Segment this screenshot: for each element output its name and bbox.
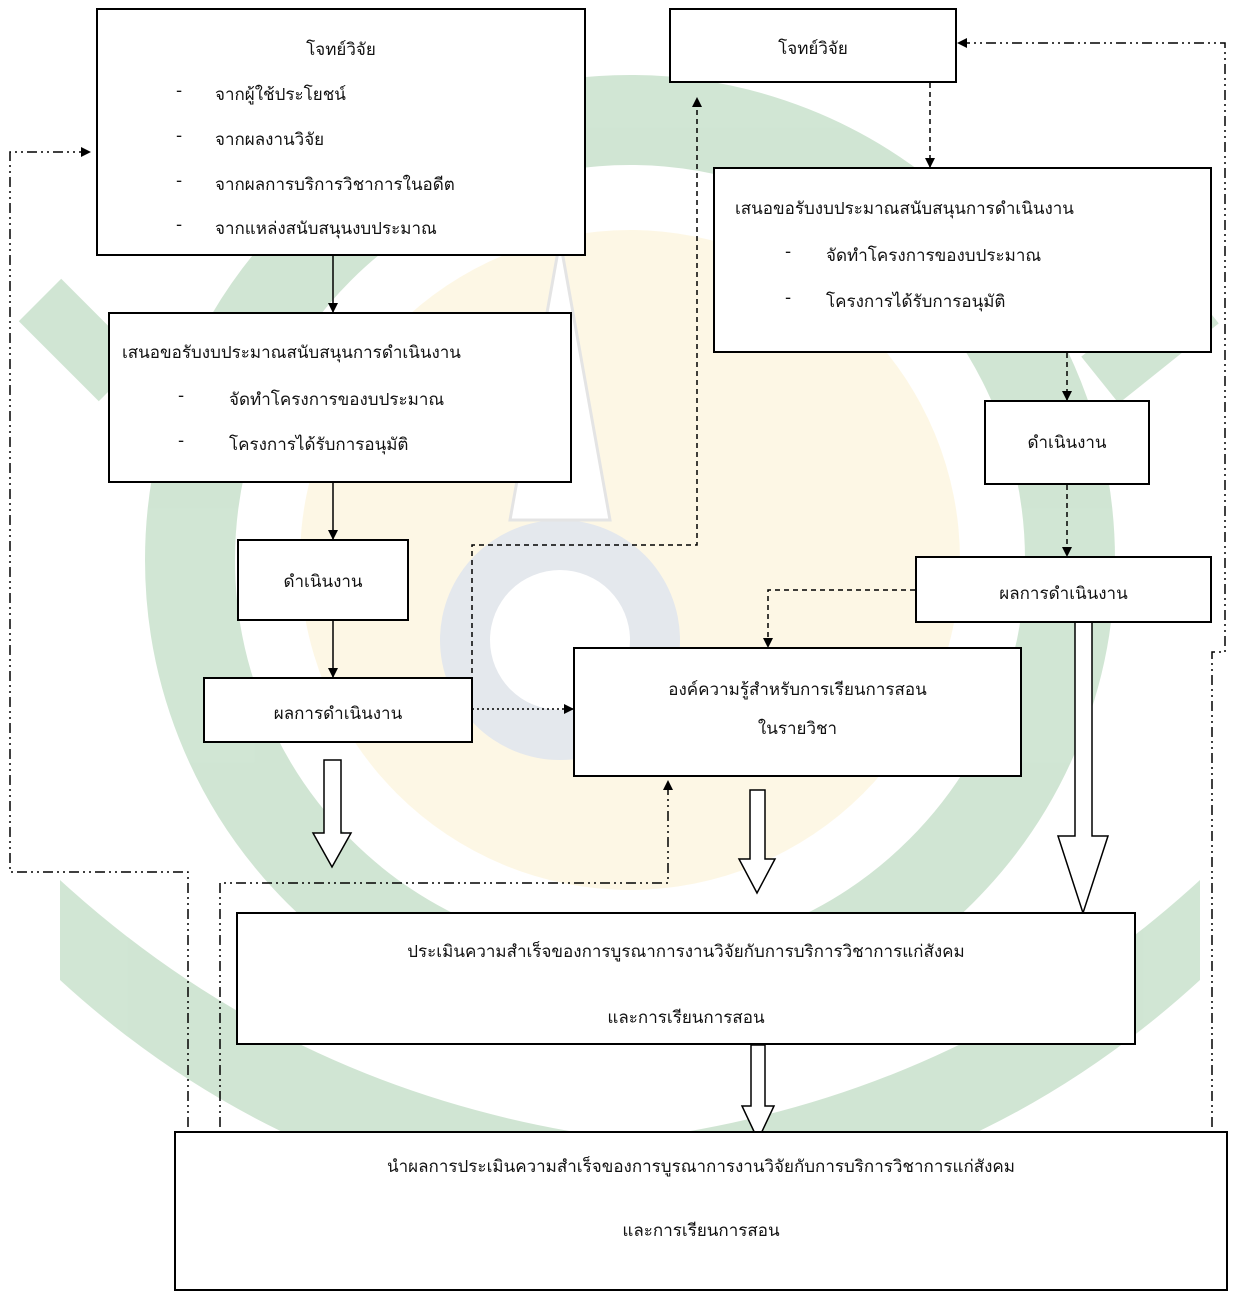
right-source-box: โจทย์วิจัย [669,8,957,83]
block-arrow-right-result [1056,621,1110,916]
arrow-right-result-to-knowledge [763,589,915,648]
bullet-dash: - [178,431,185,451]
left-result-box: ผลการดำเนินงาน [203,677,473,743]
feedback-loop-left [9,147,189,1231]
right-proposal-title: เสนอขอรับงบประมาณสนับสนุนการดำเนินงาน [735,199,1074,219]
block-arrow-to-apply [740,1044,776,1142]
apply-line-2: และการเรียนการสอน [622,1221,780,1241]
evaluation-line-1: ประเมินความสำเร็จของการบูรณาการงานวิจัยก… [407,942,965,962]
bullet-dash: - [176,81,183,101]
right-proposal-box: เสนอขอรับงบประมาณสนับสนุนการดำเนินงาน - … [713,167,1212,353]
block-arrow-knowledge [737,789,777,895]
arrow-left-result-to-right-source [471,97,702,700]
right-result-box: ผลการดำเนินงาน [915,556,1212,623]
bullet-dash: - [785,242,792,262]
block-arrow-left-result [311,759,353,869]
right-proposal-item: จัดทำโครงการของบประมาณ [826,246,1042,266]
feedback-loop-knowledge [219,780,673,1231]
knowledge-line-1: องค์ความรู้สำหรับการเรียนการสอน [668,680,927,700]
left-proposal-box: เสนอขอรับงบประมาณสนับสนุนการดำเนินงาน - … [108,312,572,483]
apply-line-1: นำผลการประเมินความสำเร็จของการบูรณาการงา… [387,1157,1015,1177]
bullet-dash: - [176,215,183,235]
right-result-label: ผลการดำเนินงาน [999,584,1128,604]
evaluation-box: ประเมินความสำเร็จของการบูรณาการงานวิจัยก… [236,912,1136,1045]
right-operation-label: ดำเนินงาน [1027,433,1107,453]
bullet-dash: - [176,171,183,191]
bullet-dash: - [785,288,792,308]
apply-box: นำผลการประเมินความสำเร็จของการบูรณาการงา… [174,1131,1228,1291]
evaluation-line-2: และการเรียนการสอน [607,1008,765,1028]
left-source-item: จากแหล่งสนับสนุนงบประมาณ [215,219,437,239]
left-source-item: จากผลการบริการวิชาการในอดีต [215,175,455,195]
left-proposal-item: โครงการได้รับการอนุมัติ [229,435,409,455]
knowledge-box: องค์ความรู้สำหรับการเรียนการสอน ในรายวิช… [573,647,1022,777]
right-proposal-item: โครงการได้รับการอนุมัติ [826,292,1006,312]
left-source-item: จากผลงานวิจัย [215,130,325,150]
left-operation-label: ดำเนินงาน [283,572,363,592]
knowledge-line-2: ในรายวิชา [757,719,838,739]
left-operation-box: ดำเนินงาน [237,539,409,621]
right-operation-box: ดำเนินงาน [984,400,1150,485]
left-source-box: โจทย์วิจัย - จากผู้ใช้ประโยชน์ - จากผลงา… [96,8,586,256]
left-source-title: โจทย์วิจัย [306,40,376,60]
feedback-loop-right [957,38,1226,1231]
bullet-dash: - [176,126,183,146]
left-proposal-item: จัดทำโครงการของบประมาณ [229,390,445,410]
left-source-item: จากผู้ใช้ประโยชน์ [215,85,346,105]
left-result-label: ผลการดำเนินงาน [273,704,403,724]
bullet-dash: - [178,386,185,406]
right-source-title: โจทย์วิจัย [778,39,848,59]
left-proposal-title: เสนอขอรับงบประมาณสนับสนุนการดำเนินงาน [122,343,461,363]
